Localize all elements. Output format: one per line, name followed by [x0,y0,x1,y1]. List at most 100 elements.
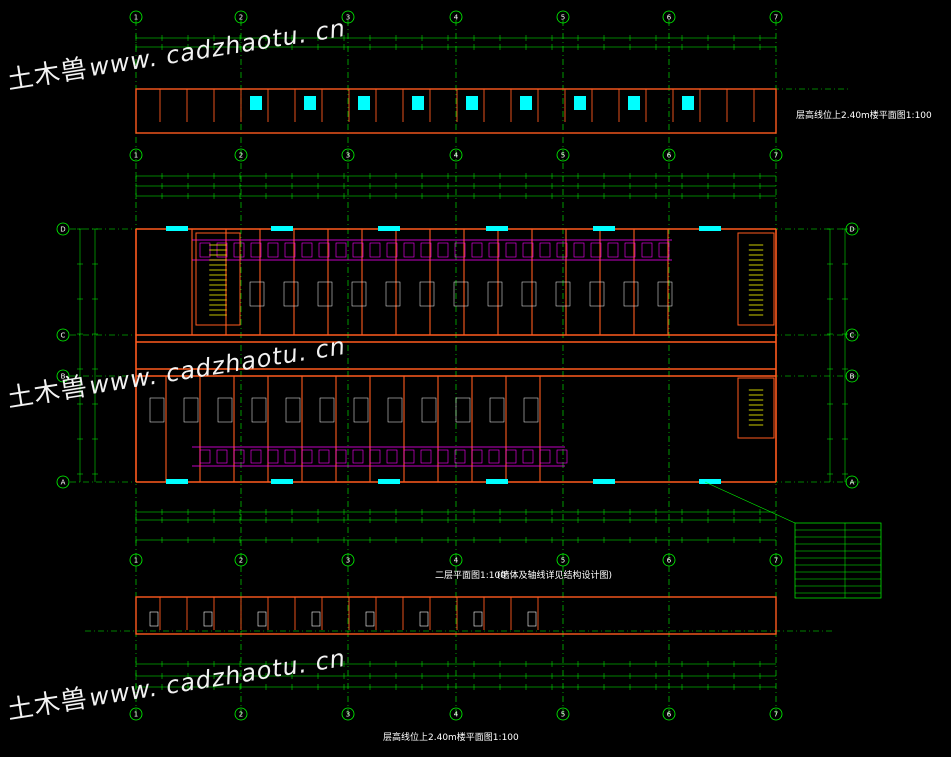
axis-bubble [556,707,570,721]
window [699,479,721,484]
axis-bubble [556,148,570,162]
axis-bubble-label: 2 [239,557,243,565]
bed [251,397,267,423]
axis-bubble [129,10,143,24]
axis-bubble-label: 7 [774,557,778,565]
bed [421,397,437,423]
axis-bubble-label: 1 [134,557,138,565]
fixture [527,611,537,627]
axis-bubble [56,222,70,236]
main-plan-title: 二层平面图1:100 [435,571,506,581]
bed [351,281,367,307]
rooms [149,239,673,627]
sanitary-fixture [352,449,364,464]
axis-bubble-label: 6 [667,14,672,22]
axis-bubble [56,328,70,342]
sanitary-fixture [522,449,534,464]
axis-bubble-label: 5 [561,557,565,565]
axis-bubble [556,10,570,24]
bed [657,281,673,307]
window [486,226,508,231]
sanitary-fixture [335,449,347,464]
window [304,96,316,110]
window [358,96,370,110]
sanitary-fixture [250,242,262,258]
bed [453,281,469,307]
sanitary-fixture [539,449,551,464]
sanitary-fixture [216,449,228,464]
axis-bubble-label: A [61,479,66,487]
axis-bubble-label: 7 [774,152,778,160]
fixture [419,611,429,627]
axis-bubble-label: 1 [134,14,138,22]
fixture [311,611,321,627]
axis-bubble-label: 1 [134,711,138,719]
stair-enclosure [737,232,775,326]
windows [166,96,721,484]
axis-bubble [234,10,248,24]
bed [555,281,571,307]
sanitary-fixture [233,449,245,464]
upper-plan-outline [135,88,777,134]
bed [487,281,503,307]
window [574,96,586,110]
axis-bubble [341,148,355,162]
axis-bubble-label: C [61,332,66,340]
sanitary-fixture [488,242,500,258]
sanitary-fixture [318,242,330,258]
sanitary-fixture [607,242,619,258]
sanitary-fixture [403,449,415,464]
axis-bubble [662,148,676,162]
axis-bubble-label: 3 [346,14,350,22]
sanitary-fixture [556,242,568,258]
sanitary-fixture [199,242,211,258]
axis-bubble [845,222,859,236]
sanitary-fixture [267,449,279,464]
sanitary-fixture [437,449,449,464]
fixture [473,611,483,627]
axis-bubble-label: 4 [454,557,459,565]
axis-bubble [56,475,70,489]
bed [419,281,435,307]
axis-bubble [449,707,463,721]
axis-bubble [769,707,783,721]
axis-bubble-label: 3 [346,557,350,565]
window [699,226,721,231]
window [271,226,293,231]
bed [149,397,165,423]
fixture [365,611,375,627]
axis-bubble-label: B [61,373,66,381]
stair-enclosure [195,232,241,326]
bed [353,397,369,423]
axis-bubble-label: 4 [454,711,459,719]
window [250,96,262,110]
sanitary-fixture [488,449,500,464]
window [166,226,188,231]
sanitary-fixture [420,242,432,258]
axis-bubble-label: 6 [667,711,672,719]
axis-bubble-label: 7 [774,711,778,719]
axis-bubble [845,369,859,383]
sanitary-fixture [556,449,568,464]
sanitary-fixture [284,449,296,464]
axis-bubble [449,10,463,24]
axis-bubble [234,148,248,162]
axis-bubble [129,707,143,721]
axis-bubble [769,10,783,24]
axis-bubble-label: 5 [561,711,565,719]
axis-bubble [234,707,248,721]
bed [455,397,471,423]
axis-bubble [769,148,783,162]
sanitary-fixture [454,449,466,464]
window [271,479,293,484]
sanitary-fixture [420,449,432,464]
top-plan-title: 层高线位上2.40m楼平面图1:100 [796,111,932,121]
fixture [257,611,267,627]
axis-bubble-label: 7 [774,14,778,22]
bed [521,281,537,307]
axis-bubble [845,328,859,342]
sanitary-fixture [641,242,653,258]
axis-bubble-label: 5 [561,152,565,160]
sanitary-fixture [267,242,279,258]
